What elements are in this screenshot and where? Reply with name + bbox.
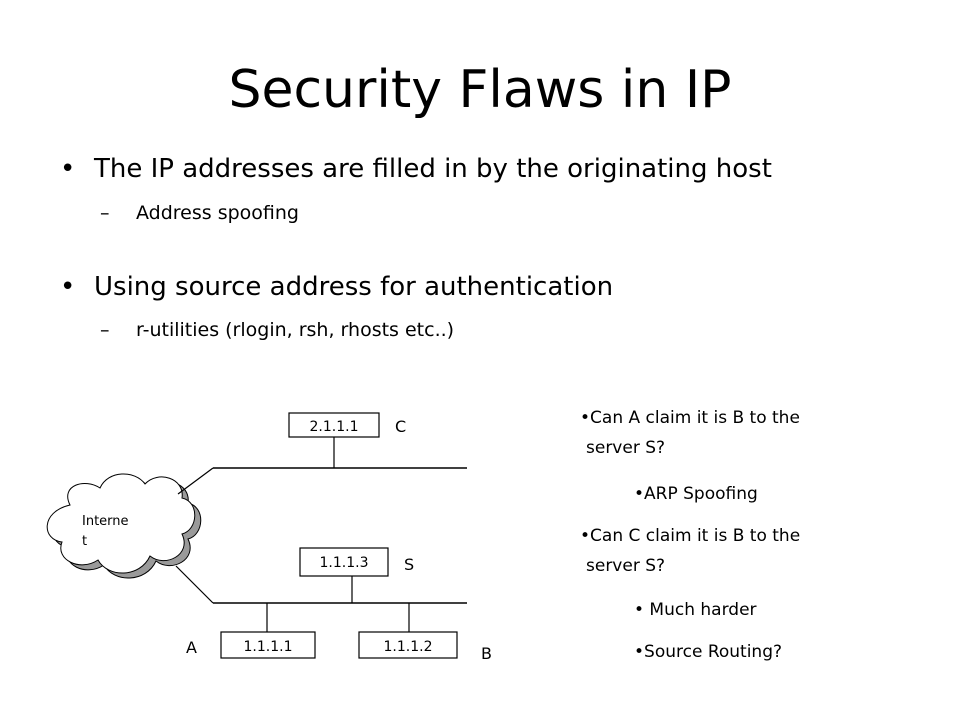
sub-bullet-marker: – — [100, 202, 110, 224]
host-s-box — [299, 547, 389, 577]
sub-bullet-1-text: Address spoofing — [136, 202, 299, 224]
host-a-label: A — [186, 638, 197, 657]
host-s-label: S — [404, 555, 414, 574]
internet-label-line1: Interne — [82, 514, 129, 529]
bullet-1-text: The IP addresses are filled in by the or… — [94, 154, 772, 184]
bullet-marker: • — [60, 272, 76, 302]
sub-bullet-1: – Address spoofing — [100, 199, 299, 227]
note-answer-source-routing: •Source Routing? — [634, 642, 783, 662]
host-s-ip: 1.1.1.3 — [320, 555, 369, 571]
note-answer-arp: •ARP Spoofing — [634, 484, 758, 504]
host-a-box — [220, 631, 316, 659]
host-b-box — [358, 631, 458, 659]
bullet-2: • Using source address for authentication — [60, 270, 613, 304]
note-question-2-line2: server S? — [586, 556, 666, 576]
bullet-2-text: Using source address for authentication — [94, 272, 614, 302]
bullet-1: • The IP addresses are filled in by the o… — [60, 152, 772, 186]
cloud-link-lower — [175, 565, 214, 604]
sub-bullet-2: – r-utilities (rlogin, rsh, rhosts etc..) — [100, 316, 454, 344]
note-question-2-line1: •Can C claim it is B to the — [580, 526, 801, 546]
internet-label-line2: t — [82, 534, 87, 549]
bullet-marker: • — [60, 154, 76, 184]
host-b-ip: 1.1.1.2 — [384, 639, 433, 655]
host-c-label: C — [395, 417, 406, 436]
host-c-box — [288, 412, 380, 438]
sub-bullet-2-text: r-utilities (rlogin, rsh, rhosts etc..) — [136, 319, 455, 341]
host-c-ip: 2.1.1.1 — [310, 419, 359, 435]
host-b-label: B — [481, 644, 492, 663]
note-answer-harder: • Much harder — [634, 600, 757, 620]
cloud-link-upper — [177, 467, 214, 495]
note-question-1-line2: server S? — [586, 438, 666, 458]
sub-bullet-marker: – — [100, 319, 110, 341]
internet-cloud — [46, 473, 196, 574]
slide-title: Security Flaws in IP — [228, 60, 732, 120]
note-question-1-line1: •Can A claim it is B to the — [580, 408, 800, 428]
host-a-ip: 1.1.1.1 — [244, 639, 293, 655]
